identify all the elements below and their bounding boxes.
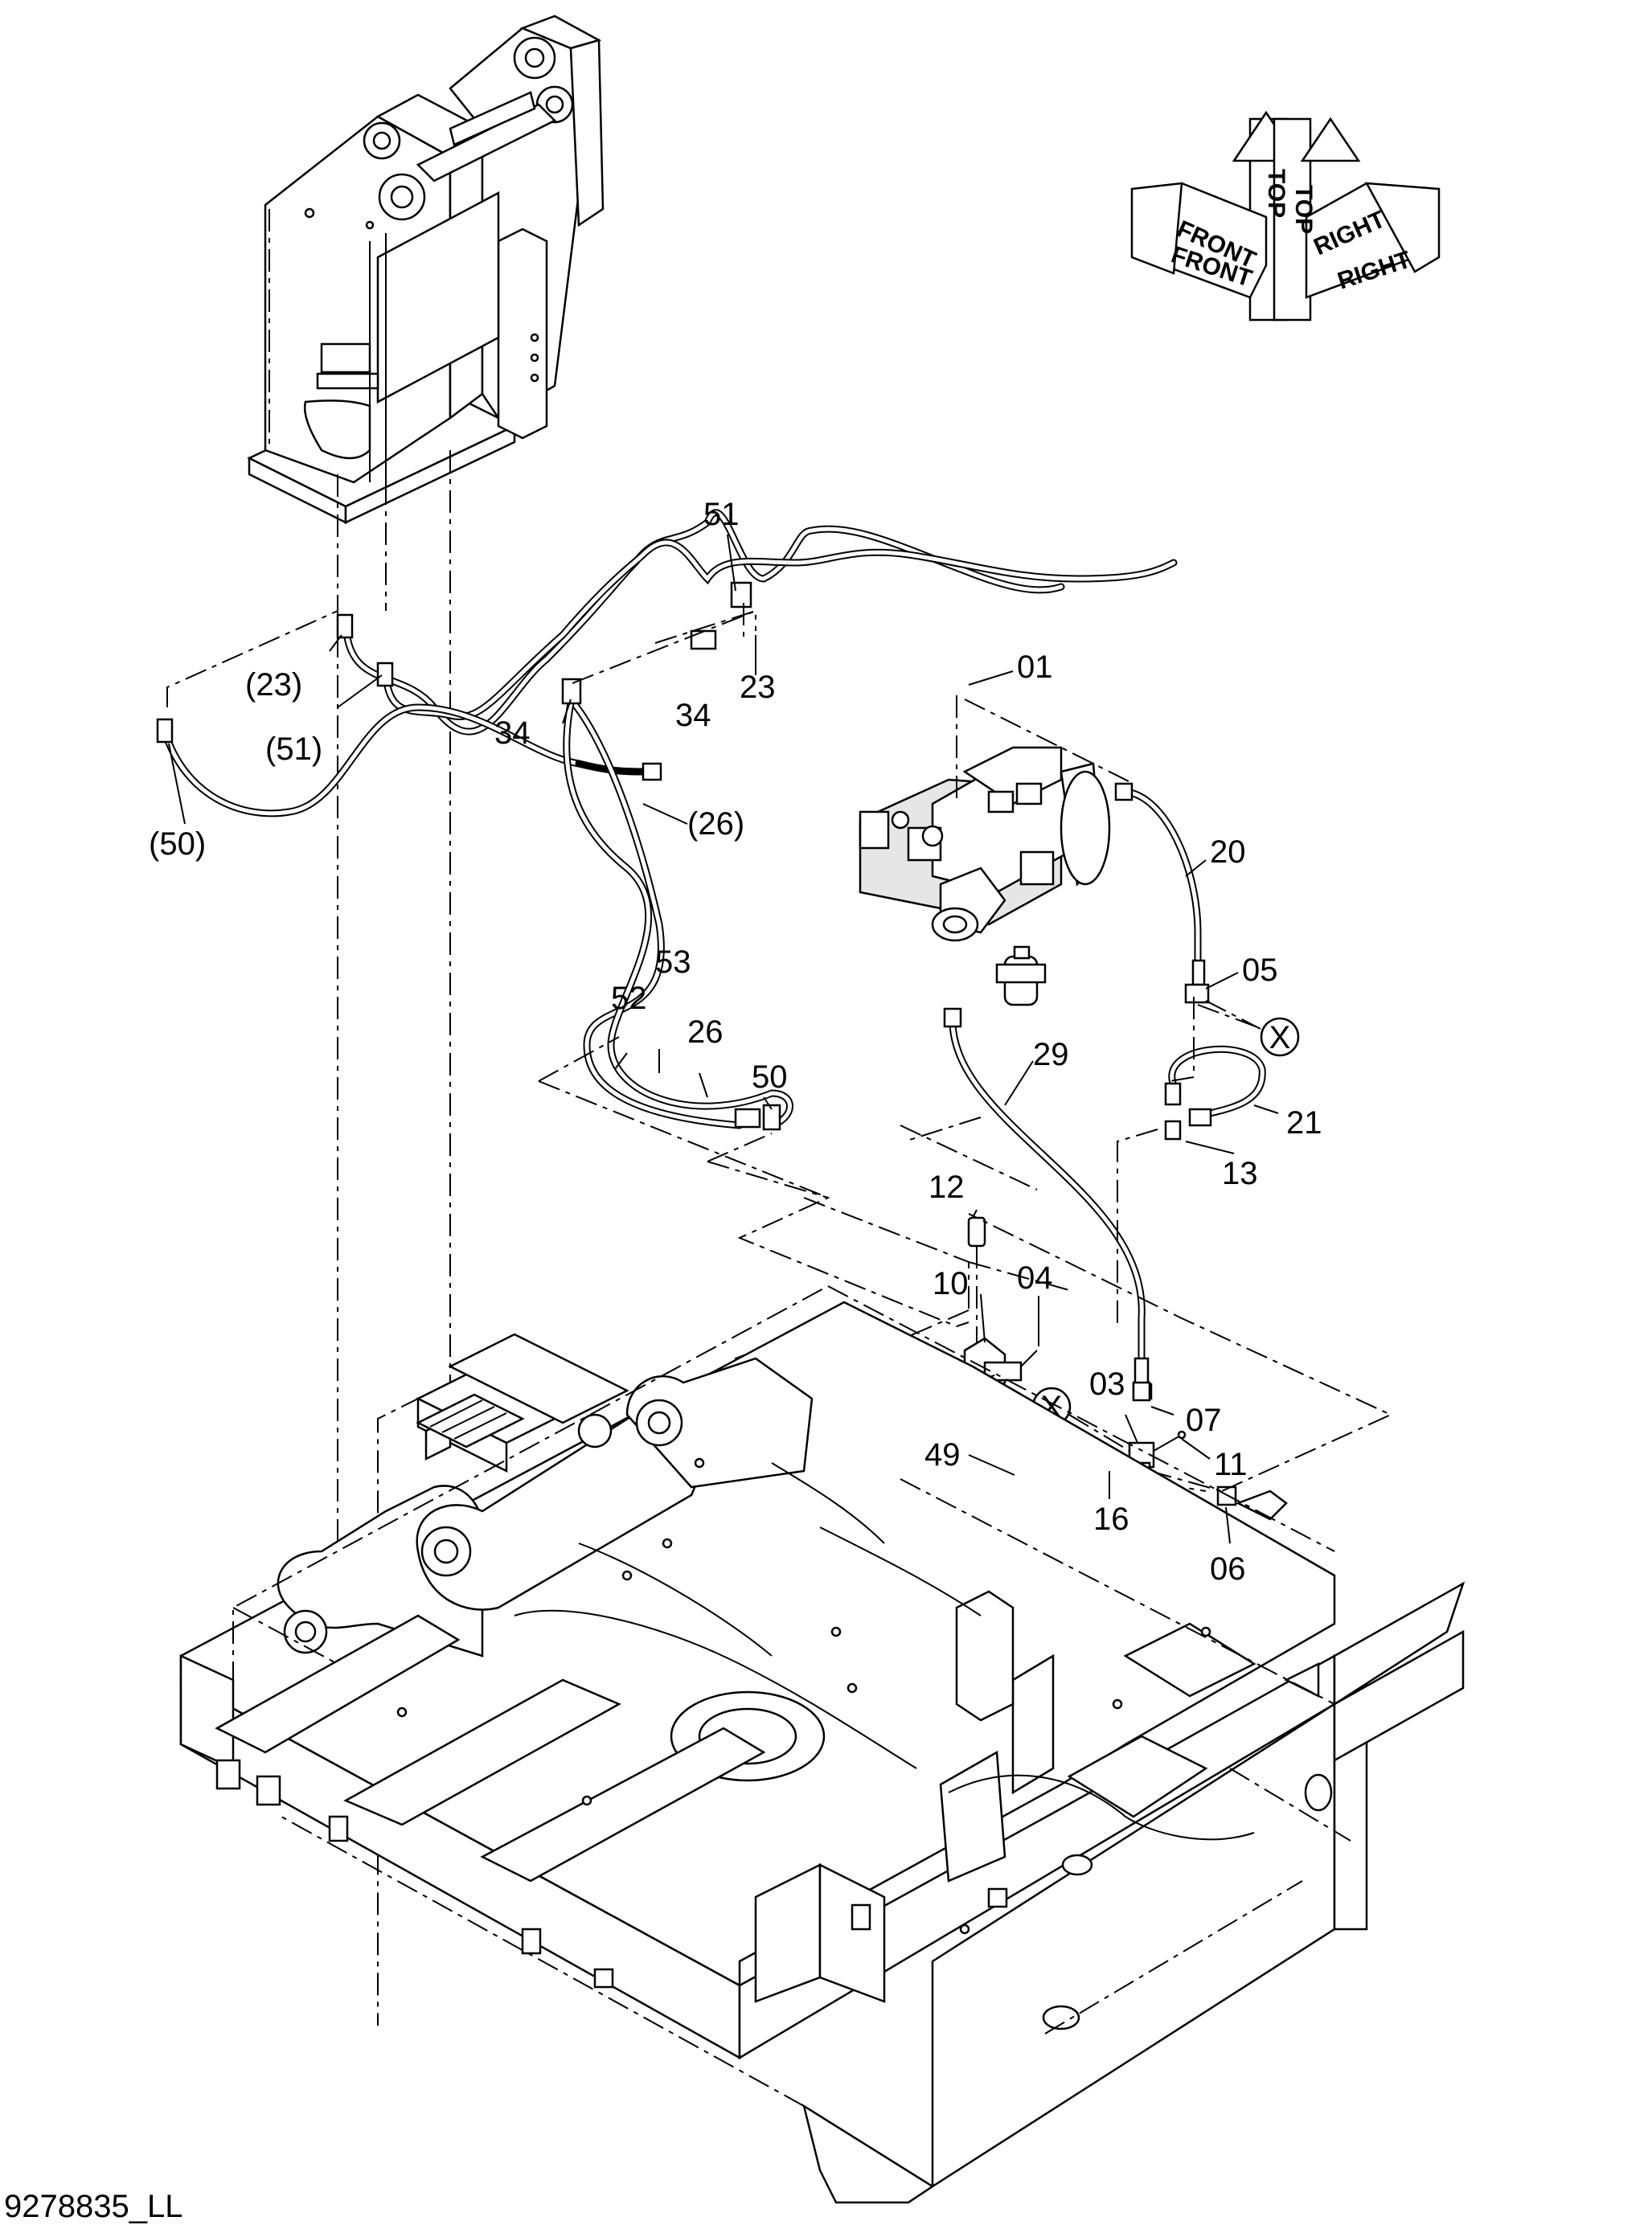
callout-04: 04 — [1017, 1260, 1053, 1296]
callout-51-paren: (51) — [265, 731, 322, 767]
drawing-number: 9278835_LL — [4, 2189, 182, 2224]
callout-06: 06 — [1210, 1551, 1246, 1587]
hose-20 — [1114, 782, 1210, 1004]
callout-34-left: 34 — [494, 715, 531, 751]
callout-11: 11 — [1214, 1447, 1248, 1482]
callout-26: 26 — [687, 1014, 724, 1050]
upper-frame — [179, 1301, 1465, 2204]
callout-16: 16 — [1093, 1502, 1129, 1537]
callout-01: 01 — [1017, 649, 1053, 685]
callout-50-paren: (50) — [149, 826, 206, 862]
callout-12: 12 — [928, 1170, 965, 1205]
leader-lines — [168, 534, 1279, 1544]
callout-03: 03 — [1089, 1366, 1125, 1402]
callout-50: 50 — [752, 1059, 788, 1095]
callout-05: 05 — [1242, 953, 1278, 988]
orient-top-shadow: TOP — [1263, 169, 1289, 218]
callout-21: 21 — [1286, 1105, 1322, 1141]
callout-07: 07 — [1186, 1403, 1222, 1438]
orientation-indicator: FRONT FRONT TOP TOP RIGHT RIGHT — [1130, 110, 1441, 322]
callout-52: 52 — [611, 981, 647, 1016]
hose-29 — [943, 1007, 1153, 1400]
line-filter — [995, 945, 1047, 1006]
callout-13: 13 — [1222, 1156, 1258, 1191]
callout-23-paren: (23) — [245, 667, 302, 703]
callout-26-paren: (26) — [687, 806, 744, 842]
callout-29: 29 — [1033, 1037, 1069, 1072]
hose-21 — [1164, 1045, 1266, 1141]
boom-bracket — [247, 14, 605, 525]
callout-labels: 51 23 34 34 (23) (51) (50) (26) 01 20 05… — [149, 497, 1322, 1587]
callout-23: 23 — [740, 670, 776, 705]
x-marker-1-label: X — [1269, 1020, 1291, 1055]
callout-53: 53 — [655, 944, 691, 980]
main-pump — [859, 746, 1111, 942]
orient-top: TOP — [1290, 185, 1317, 234]
x-marker-1 — [1260, 1017, 1300, 1057]
callout-49: 49 — [924, 1437, 961, 1473]
callout-20: 20 — [1210, 834, 1246, 870]
hose-assembly-left — [156, 509, 1178, 1131]
callout-10: 10 — [933, 1266, 969, 1301]
frame-hidden-lines — [232, 1285, 1351, 2107]
callout-34-right: 34 — [675, 698, 711, 733]
callout-51: 51 — [703, 497, 740, 532]
